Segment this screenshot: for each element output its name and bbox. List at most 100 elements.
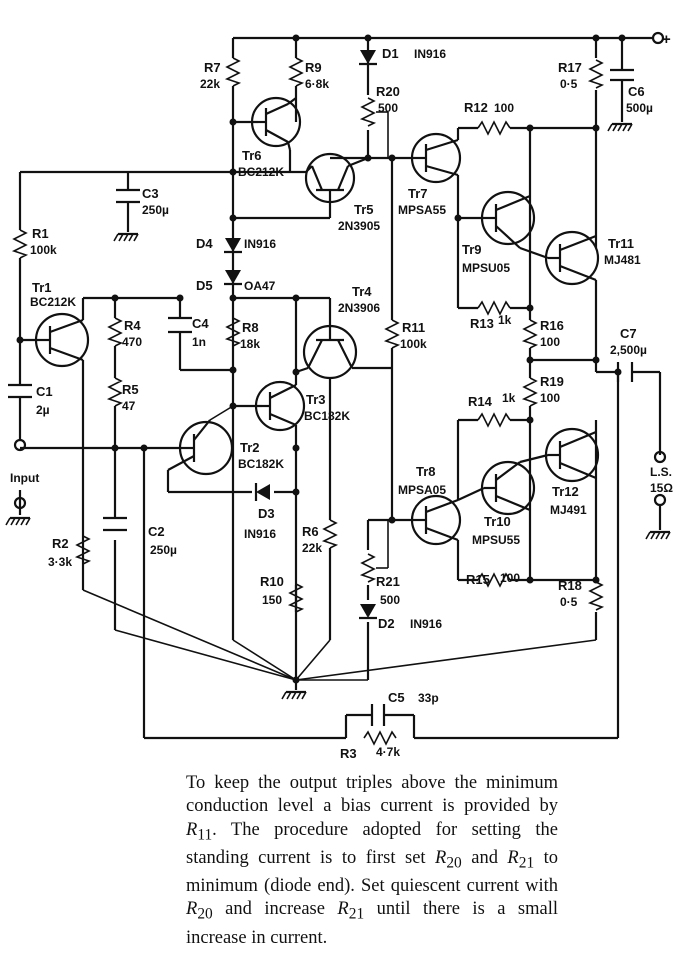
input-terminal xyxy=(13,438,27,452)
label-C5-name: C5 xyxy=(388,690,405,705)
label-R7-value: 22k xyxy=(200,77,220,91)
label-R10-value: 150 xyxy=(262,593,282,607)
label-C6-name: C6 xyxy=(628,84,645,99)
label-R5-name: R5 xyxy=(122,382,139,397)
label-R1-value: 100k xyxy=(30,243,57,257)
resistor-R12 xyxy=(477,121,511,135)
label-R11-value: 100k xyxy=(400,337,427,351)
label-Tr4-name: Tr4 xyxy=(352,284,372,299)
ground-speaker xyxy=(644,530,672,541)
transistor-Tr6 xyxy=(250,96,302,151)
label-D4-value: IN916 xyxy=(244,237,276,251)
caption-r20-sub: 20 xyxy=(446,854,462,872)
label-C3-name: C3 xyxy=(142,186,159,201)
caption-text-1: To keep the output triples above the min… xyxy=(186,773,558,817)
capacitor-C4 xyxy=(168,316,192,334)
label-Tr10-value: MPSU55 xyxy=(472,533,520,547)
capacitor-C5 xyxy=(370,704,386,726)
transistor-Tr2 xyxy=(167,419,234,476)
label-Tr6-name: Tr6 xyxy=(242,148,262,163)
label-Tr11-value: MJ481 xyxy=(604,253,641,267)
label-Tr12-name: Tr12 xyxy=(552,484,579,499)
caption-r20: R xyxy=(435,847,447,868)
resistor-R20 xyxy=(361,97,375,127)
transistor-Tr3 xyxy=(254,380,306,432)
capacitor-C1 xyxy=(8,383,32,405)
label-Tr7-name: Tr7 xyxy=(408,186,428,201)
label-C1-name: C1 xyxy=(36,384,53,399)
label-R18-name: R18 xyxy=(558,578,582,593)
label-R14-value: 1k xyxy=(502,391,516,405)
speaker-terminal xyxy=(653,450,667,464)
label-R4-value: 470 xyxy=(122,335,142,349)
label-C1-value: 2µ xyxy=(36,403,50,417)
label-R9-value: 6·8k xyxy=(305,77,329,91)
transistor-Tr1 xyxy=(34,312,90,368)
label-Tr9-value: MPSU05 xyxy=(462,261,510,275)
label-R9-name: R9 xyxy=(305,60,322,75)
label-C7-name: C7 xyxy=(620,326,637,341)
label-D5-name: D5 xyxy=(196,278,213,293)
label-R12-value: 100 xyxy=(494,101,514,115)
diode-D3 xyxy=(254,483,270,501)
label-Tr5-value: 2N3905 xyxy=(338,219,380,233)
transistor-Tr11 xyxy=(544,230,600,286)
supply-terminal xyxy=(651,31,665,45)
label-R4-name: R4 xyxy=(124,318,141,333)
transistor-Tr10 xyxy=(480,460,536,516)
speaker-impedance: 15Ω xyxy=(650,481,673,495)
label-R15-value: 100 xyxy=(500,571,520,585)
resistor-R7 xyxy=(226,57,240,87)
resistor-R17 xyxy=(589,59,603,89)
caption-r20b: R xyxy=(186,899,198,920)
label-R6-name: R6 xyxy=(302,524,319,539)
label-Tr8-name: Tr8 xyxy=(416,464,436,479)
resistor-R4 xyxy=(108,317,122,347)
label-R17-name: R17 xyxy=(558,60,582,75)
label-D2-value: IN916 xyxy=(410,617,442,631)
resistor-R14 xyxy=(477,413,511,427)
transistor-Tr9 xyxy=(480,190,536,249)
label-R2-value: 3·3k xyxy=(48,555,72,569)
label-D4-name: D4 xyxy=(196,236,213,251)
label-C4-name: C4 xyxy=(192,316,209,331)
label-R18-value: 0·5 xyxy=(560,595,578,609)
label-R7-name: R7 xyxy=(204,60,221,75)
label-R11-name: R11 xyxy=(402,320,425,335)
supply-label: + xyxy=(662,31,671,48)
label-R8-name: R8 xyxy=(242,320,259,335)
label-Tr2-name: Tr2 xyxy=(240,440,260,455)
label-C2-value: 250µ xyxy=(150,543,177,557)
label-Tr5-name: Tr5 xyxy=(354,202,374,217)
speaker-ground-terminal xyxy=(653,493,667,507)
label-R21-name: R21 xyxy=(376,574,400,589)
caption-text-2: . The procedure adopted for setting the … xyxy=(186,819,558,868)
diode-D4 xyxy=(224,238,242,254)
label-R10-name: R10 xyxy=(260,574,284,589)
label-R20-value: 500 xyxy=(378,101,398,115)
junction-dots xyxy=(16,34,626,684)
resistor-R9 xyxy=(289,57,303,87)
label-R19-value: 100 xyxy=(540,391,560,405)
label-R17-value: 0·5 xyxy=(560,77,578,91)
ground-input xyxy=(4,516,32,527)
speaker-label: L.S. xyxy=(650,465,672,479)
diode-D1 xyxy=(359,50,377,66)
label-R13-name: R13 xyxy=(470,316,494,331)
label-Tr12-value: MJ491 xyxy=(550,503,587,517)
label-R3-name: R3 xyxy=(340,746,357,761)
caption-paragraph: To keep the output triples above the min… xyxy=(186,772,558,950)
label-Tr3-name: Tr3 xyxy=(306,392,326,407)
transistor-Tr12 xyxy=(544,427,600,483)
label-Tr4-value: 2N3906 xyxy=(338,301,380,315)
resistor-R3 xyxy=(363,731,397,745)
resistor-R19 xyxy=(523,377,537,407)
label-C7-value: 2,500µ xyxy=(610,343,647,357)
capacitor-C2 xyxy=(103,516,127,532)
ground-symbol xyxy=(280,690,308,701)
resistor-R1 xyxy=(13,229,27,259)
label-Tr6-value: BC212K xyxy=(238,165,284,179)
caption-text-3: to minimum (diode end). Set quiescent cu… xyxy=(186,847,559,896)
label-R15-name: R15 xyxy=(466,572,490,587)
label-D2-name: D2 xyxy=(378,616,395,631)
